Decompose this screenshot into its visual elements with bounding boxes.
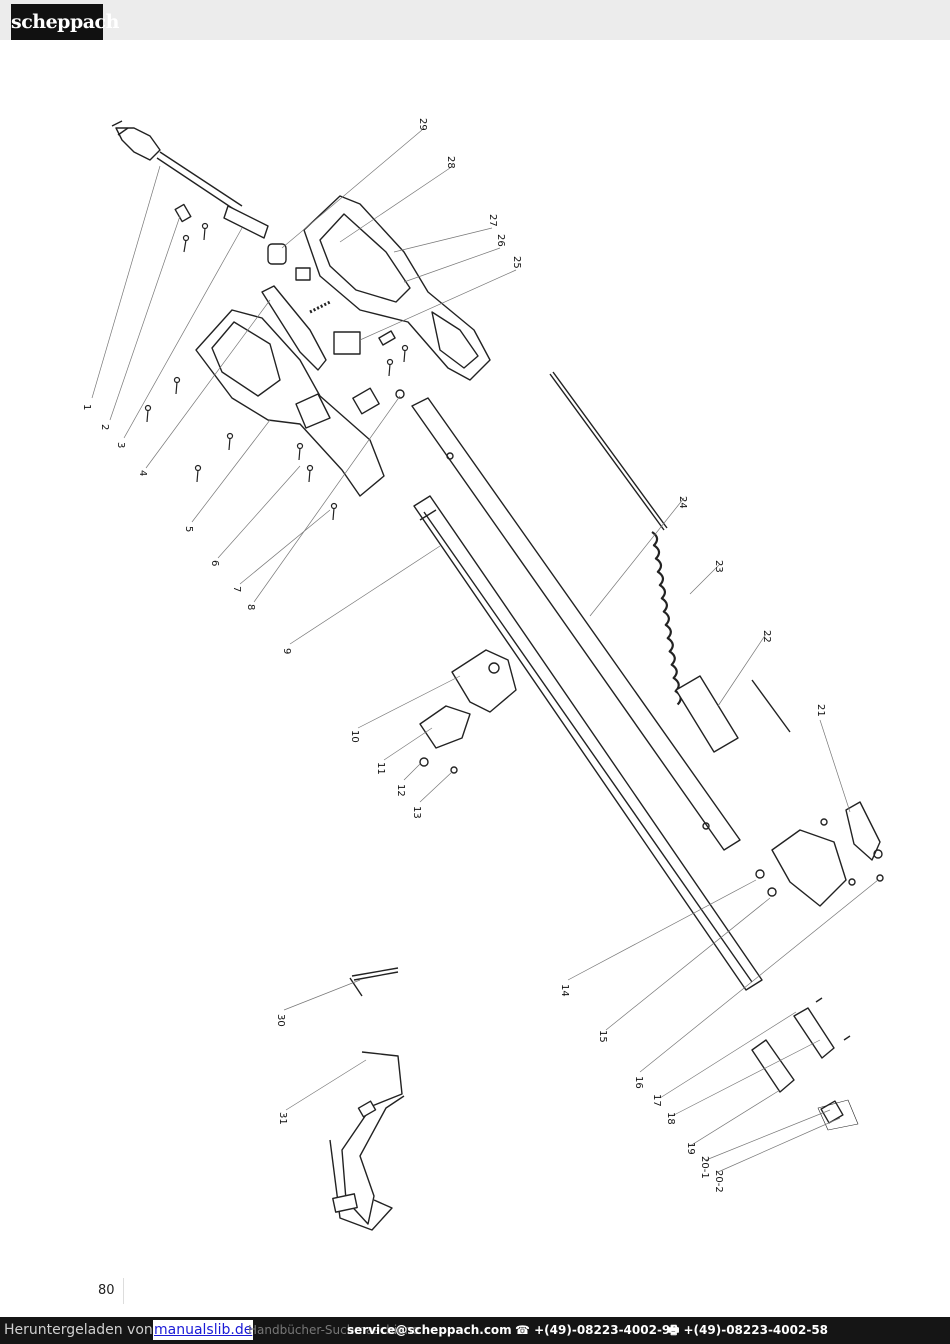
brand-logo: scheppach bbox=[11, 4, 119, 40]
part-label: 20-1 bbox=[699, 1156, 710, 1179]
part-label: 26 bbox=[495, 234, 506, 247]
part-label: 11 bbox=[375, 762, 386, 775]
part-label: 2 bbox=[99, 424, 110, 430]
link-suffix-text: Handbücher-Suchmaschiene bbox=[248, 1323, 420, 1337]
downloaded-from-text: Heruntergeladen von bbox=[4, 1322, 153, 1338]
page-number: 80 bbox=[98, 1283, 115, 1298]
part-label: 10 bbox=[349, 730, 360, 743]
part-label: 8 bbox=[245, 604, 256, 610]
part-label: 14 bbox=[559, 984, 570, 997]
service-fax: 🖶 +(49)-08223-4002-58 bbox=[668, 1323, 829, 1337]
part-label: 28 bbox=[445, 156, 456, 169]
page-divider bbox=[123, 1278, 124, 1304]
part-label: 4 bbox=[137, 470, 148, 476]
part-label: 23 bbox=[713, 560, 724, 573]
part-label: 13 bbox=[411, 806, 422, 819]
part-label: 24 bbox=[677, 496, 688, 509]
part-label: 16 bbox=[633, 1076, 644, 1089]
part-label: 22 bbox=[761, 630, 772, 643]
exploded-parts-diagram: 1 2 3 4 5 6 7 8 9 10 11 12 13 14 15 16 1… bbox=[81, 118, 884, 1231]
part-label: 15 bbox=[597, 1030, 608, 1043]
service-phone: ☎ +(49)-08223-4002-99 bbox=[515, 1323, 679, 1337]
part-label: 9 bbox=[281, 648, 292, 654]
part-label: 19 bbox=[685, 1142, 696, 1155]
download-footer: Heruntergeladen von manualslib.de Handbü… bbox=[0, 1317, 950, 1344]
part-label: 1 bbox=[81, 404, 92, 410]
header-bar bbox=[0, 0, 950, 40]
service-email[interactable]: service@scheppach.com bbox=[347, 1323, 512, 1337]
part-label: 31 bbox=[277, 1112, 288, 1125]
part-label: 30 bbox=[275, 1014, 286, 1027]
cord-sleeve-icon bbox=[223, 205, 269, 239]
part-label: 3 bbox=[115, 442, 126, 448]
part-label: 6 bbox=[209, 560, 220, 566]
part-label: 27 bbox=[487, 214, 498, 227]
part-label: 17 bbox=[651, 1094, 662, 1107]
part-label: 21 bbox=[815, 704, 826, 717]
part-label: 25 bbox=[511, 256, 522, 269]
manualslib-link[interactable]: manualslib.de bbox=[153, 1320, 254, 1340]
part-label: 29 bbox=[417, 118, 428, 131]
part-label: 5 bbox=[183, 526, 194, 532]
part-label: 12 bbox=[395, 784, 406, 797]
part-label: 7 bbox=[231, 586, 242, 592]
power-plug-icon bbox=[111, 120, 243, 213]
part-label: 20-2 bbox=[713, 1170, 724, 1193]
part-label: 18 bbox=[665, 1112, 676, 1125]
